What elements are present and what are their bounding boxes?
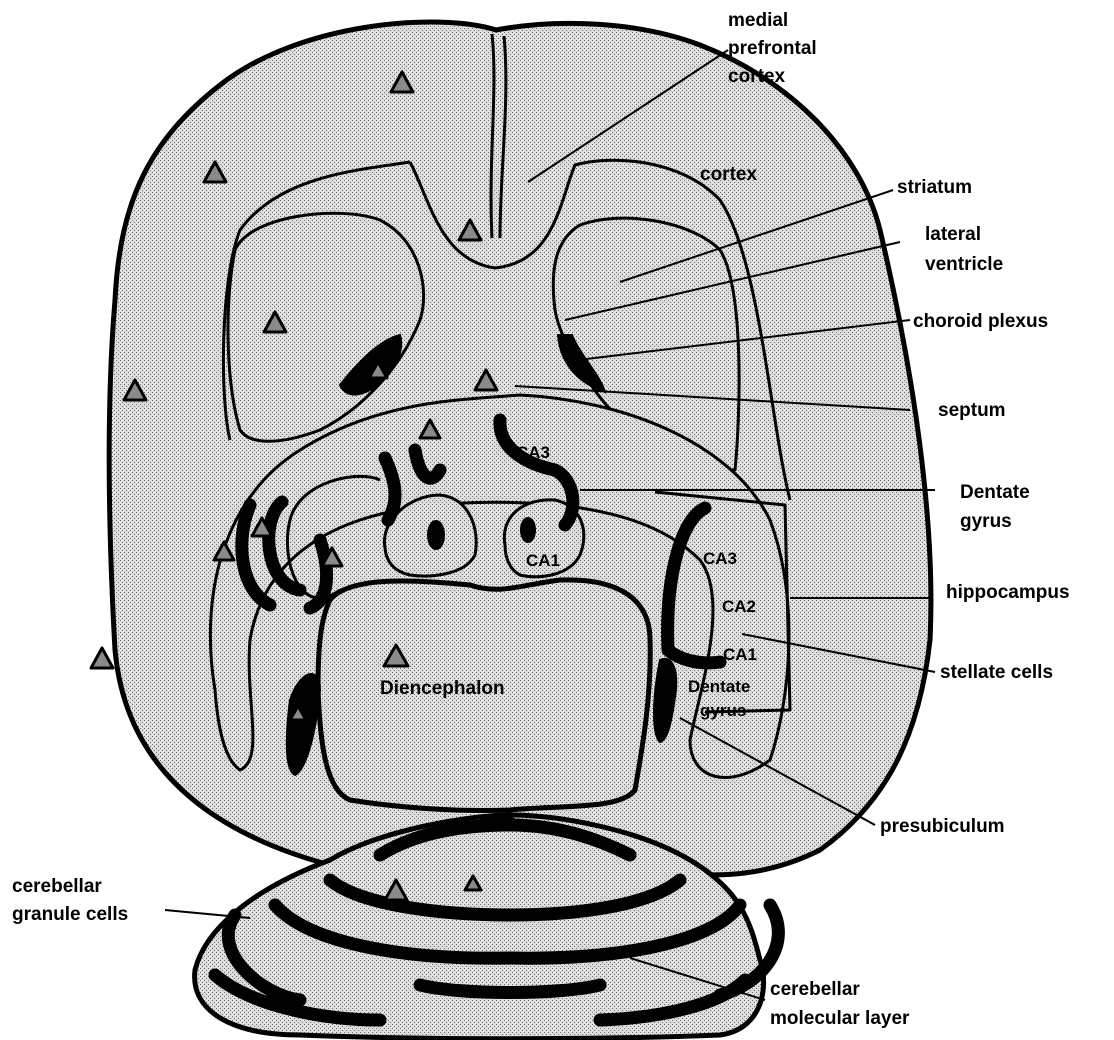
label-dentate-gyrus: Dentate gyrus — [960, 482, 1035, 532]
label-presubiculum: presubiculum — [880, 816, 1005, 837]
label-ca1-right: CA1 — [723, 645, 757, 664]
label-ca2-right: CA2 — [722, 597, 756, 616]
label-septum: septum — [938, 400, 1006, 421]
label-ca3-right: CA3 — [703, 549, 737, 568]
right-lobe-dot — [521, 518, 535, 542]
label-choroid-plexus: choroid plexus — [913, 311, 1048, 332]
label-hippocampus: hippocampus — [946, 582, 1070, 603]
label-cerebellar-granule-cells: cerebellar granule cells — [12, 876, 128, 925]
left-lobe-dot — [428, 521, 444, 549]
cerebellar-band-8 — [420, 985, 600, 993]
triangle-marker-icon — [91, 648, 113, 668]
label-ca1-top: CA1 — [526, 551, 560, 570]
label-stellate-cells: stellate cells — [940, 662, 1053, 683]
label-cerebellar-molecular-layer: cerebellar molecular layer — [770, 979, 910, 1029]
label-medial-prefrontal-cortex: medial prefrontal cortex — [728, 10, 822, 87]
label-ca3-top: CA3 — [516, 443, 550, 462]
label-diencephalon: Diencephalon — [380, 678, 505, 699]
label-striatum: striatum — [897, 177, 972, 198]
label-lateral-ventricle: lateral ventricle — [925, 224, 1003, 275]
label-cortex: cortex — [700, 164, 757, 185]
